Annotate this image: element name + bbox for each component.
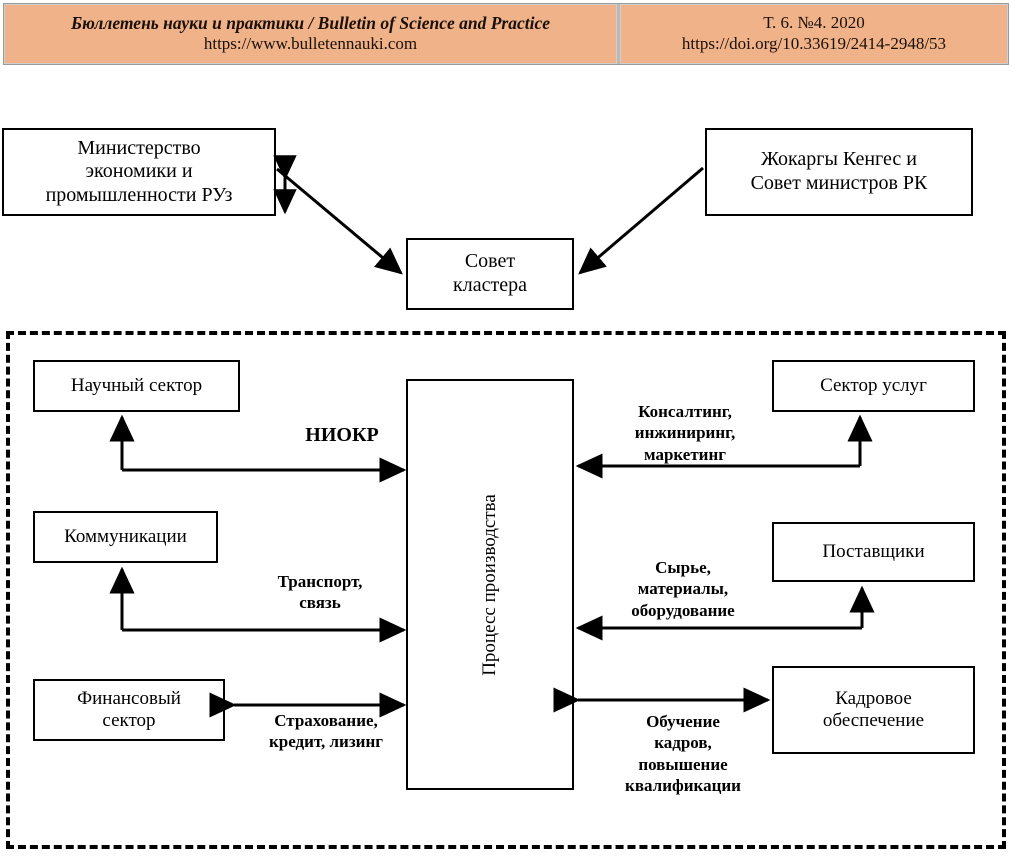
box-communications: Коммуникации <box>33 511 218 563</box>
box-suppliers-label: Поставщики <box>822 540 925 562</box>
box-ministry: Министерство экономики и промышленности … <box>2 128 276 216</box>
journal-url[interactable]: https://www.bulletennauki.com <box>203 34 418 54</box>
transport-flow-label: Транспорт, связь <box>277 572 363 613</box>
box-cluster-council-label: Совет кластера <box>453 250 527 296</box>
rnd-flow-label: НИОКР <box>305 424 379 446</box>
journal-header-right: Т. 6. №4. 2020 https://doi.org/10.33619/… <box>620 4 1008 64</box>
box-financial-sector-label: Финансовый сектор <box>77 687 181 731</box>
box-production-process-label: Процесс производства <box>479 493 500 676</box>
journal-header-left: Бюллетень науки и практики / Bulletin of… <box>4 4 617 64</box>
insurance-flow-label: Страхование, кредит, лизинг <box>268 711 383 752</box>
materials-flow-label: Сырье, материалы, оборудование <box>631 558 735 620</box>
cluster-boundary <box>6 331 1006 849</box>
box-communications-label: Коммуникации <box>64 525 187 547</box>
box-suppliers: Поставщики <box>772 522 975 582</box>
box-hr-provision-label: Кадровое обеспечение <box>822 687 925 731</box>
box-jokargy-kenges-label: Жокаргы Кенгес и Совет министров РК <box>750 148 928 194</box>
arrow-jokargy-to-council <box>578 166 704 275</box>
journal-volume: Т. 6. №4. 2020 <box>763 13 865 33</box>
box-science-sector-label: Научный сектор <box>70 374 203 396</box>
box-hr-provision: Кадровое обеспечение <box>772 666 975 754</box>
box-science-sector: Научный сектор <box>33 360 240 412</box>
box-services-sector: Сектор услуг <box>772 360 975 412</box>
box-financial-sector: Финансовый сектор <box>33 679 225 741</box>
box-services-sector-label: Сектор услуг <box>820 374 927 396</box>
box-jokargy-kenges: Жокаргы Кенгес и Совет министров РК <box>705 128 973 216</box>
box-cluster-council: Совет кластера <box>406 238 574 310</box>
journal-doi[interactable]: https://doi.org/10.33619/2414-2948/53 <box>681 34 947 53</box>
arrow-ministry-to-council <box>276 167 403 275</box>
box-ministry-label: Министерство экономики и промышленности … <box>45 136 233 206</box>
box-production-process: Процесс производства <box>406 379 574 790</box>
journal-title: Бюллетень науки и практики / Bulletin of… <box>70 12 551 33</box>
journal-header: Бюллетень науки и практики / Bulletin of… <box>3 3 1009 65</box>
training-flow-label: Обучение кадров, повышение квалификации <box>625 712 741 795</box>
consulting-flow-label: Консалтинг, инжиниринг, маркетинг <box>634 402 736 464</box>
